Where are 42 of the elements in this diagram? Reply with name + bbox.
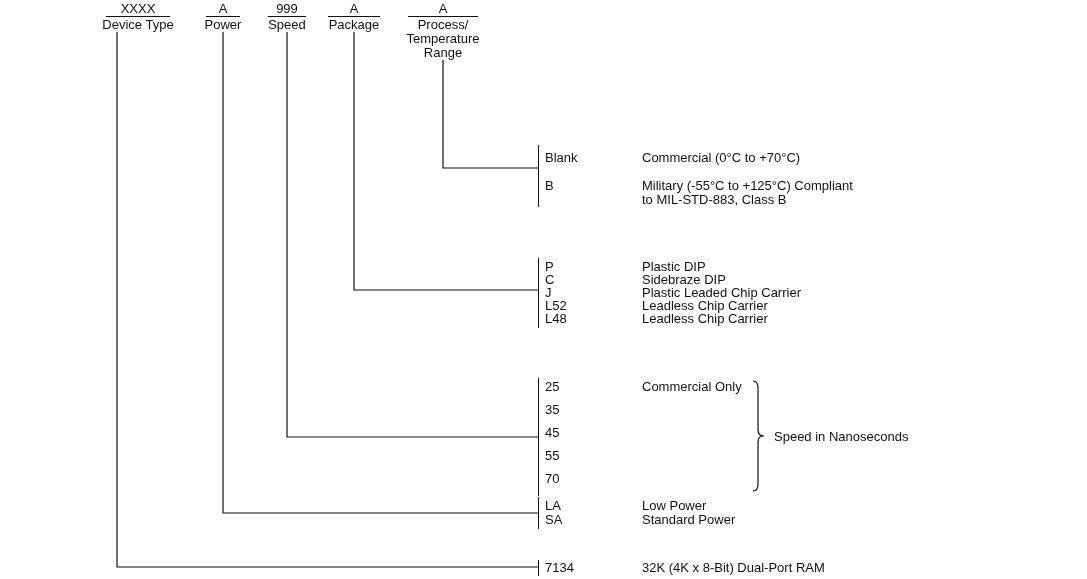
option-code: L52 <box>545 299 567 313</box>
fill-in-line: A <box>328 2 380 17</box>
group-note: Speed in Nanoseconds <box>774 430 909 444</box>
leader-line <box>353 31 539 291</box>
option-code: J <box>545 286 552 300</box>
leader-line <box>222 31 539 514</box>
leader-line <box>116 31 539 568</box>
option-code: Blank <box>545 151 578 165</box>
option-description: Commercial Only <box>642 380 742 394</box>
option-description: Military (-55°C to +125°C) Compliant to MIL-STD-883, Class B <box>642 179 854 207</box>
fill-in-line: XXXX <box>106 2 170 17</box>
fill-in-line: A <box>408 2 478 17</box>
field-label: Device Type <box>101 18 175 32</box>
option-code: SA <box>545 513 563 527</box>
field-label: Speed <box>267 18 307 32</box>
option-description: Sidebraze DIP <box>642 273 726 287</box>
option-description: Plastic DIP <box>642 260 706 274</box>
option-code: LA <box>545 499 561 513</box>
option-description: Low Power <box>642 499 707 513</box>
option-code: 70 <box>545 472 560 486</box>
leader-line <box>286 31 539 438</box>
fill-in-line: A <box>206 2 240 17</box>
field-label: Power <box>203 18 243 32</box>
option-description: Leadless Chip Carrier <box>642 299 768 313</box>
option-description: 32K (4K x 8-Bit) Dual-Port RAM <box>642 561 825 575</box>
option-code: 55 <box>545 449 560 463</box>
leader-line <box>442 59 539 169</box>
option-code: B <box>545 179 554 193</box>
option-description: Standard Power <box>642 513 736 527</box>
option-description: Commercial (0°C to +70°C) <box>642 151 801 165</box>
option-code: 45 <box>545 426 560 440</box>
option-description: Plastic Leaded Chip Carrier <box>642 286 801 300</box>
field-label: Package <box>327 18 381 32</box>
field-label: Process/ Temperature Range <box>405 18 481 60</box>
fill-in-line: 999 <box>268 2 306 17</box>
option-code: L48 <box>545 312 567 326</box>
option-code: C <box>545 273 555 287</box>
option-code: 35 <box>545 403 560 417</box>
option-description: Leadless Chip Carrier <box>642 312 768 326</box>
option-code: P <box>545 260 554 274</box>
option-code: 25 <box>545 380 560 394</box>
option-code: 7134 <box>545 561 574 575</box>
